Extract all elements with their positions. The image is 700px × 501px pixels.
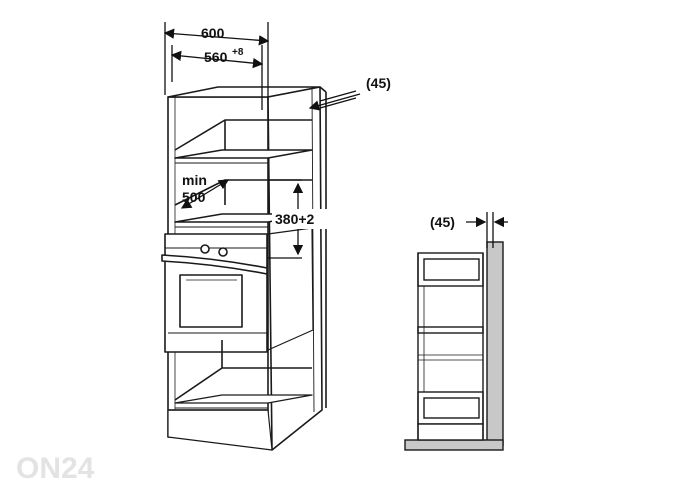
dim-label-min: min [182,172,207,188]
cabinet-dimensions [163,22,361,259]
cabinet-perspective [161,86,327,451]
shelf-3 [174,394,313,404]
wall-section [486,241,504,446]
dim-line-560 [170,50,264,69]
dim-label-inner-width: 560 [204,49,228,65]
cabinet-right-side [267,86,323,451]
dim-label-inner-tolerance: +8 [232,47,244,58]
oven-window [179,274,243,328]
oven-knob-right [218,247,228,257]
oven-knob-left [200,244,210,254]
dim-label-rear-gap: (45) [366,75,391,91]
floor-section [404,439,504,451]
dim-label-overall-width: 600 [201,25,225,41]
dim-label-side-rear-gap: (45) [430,214,455,230]
side-view-dimensions [466,212,508,248]
watermark-logo: ON24 [16,452,95,485]
dim-label-min-value: 500 [182,189,206,205]
dim-label-niche-height: 380+2 [275,211,315,227]
dim-line-600 [163,28,270,46]
dim-line-min-500 [180,179,230,209]
oven-handle [161,254,268,275]
shelf-1 [174,149,313,159]
side-section-view [404,241,504,451]
dim-line-rear-gap [308,93,361,111]
